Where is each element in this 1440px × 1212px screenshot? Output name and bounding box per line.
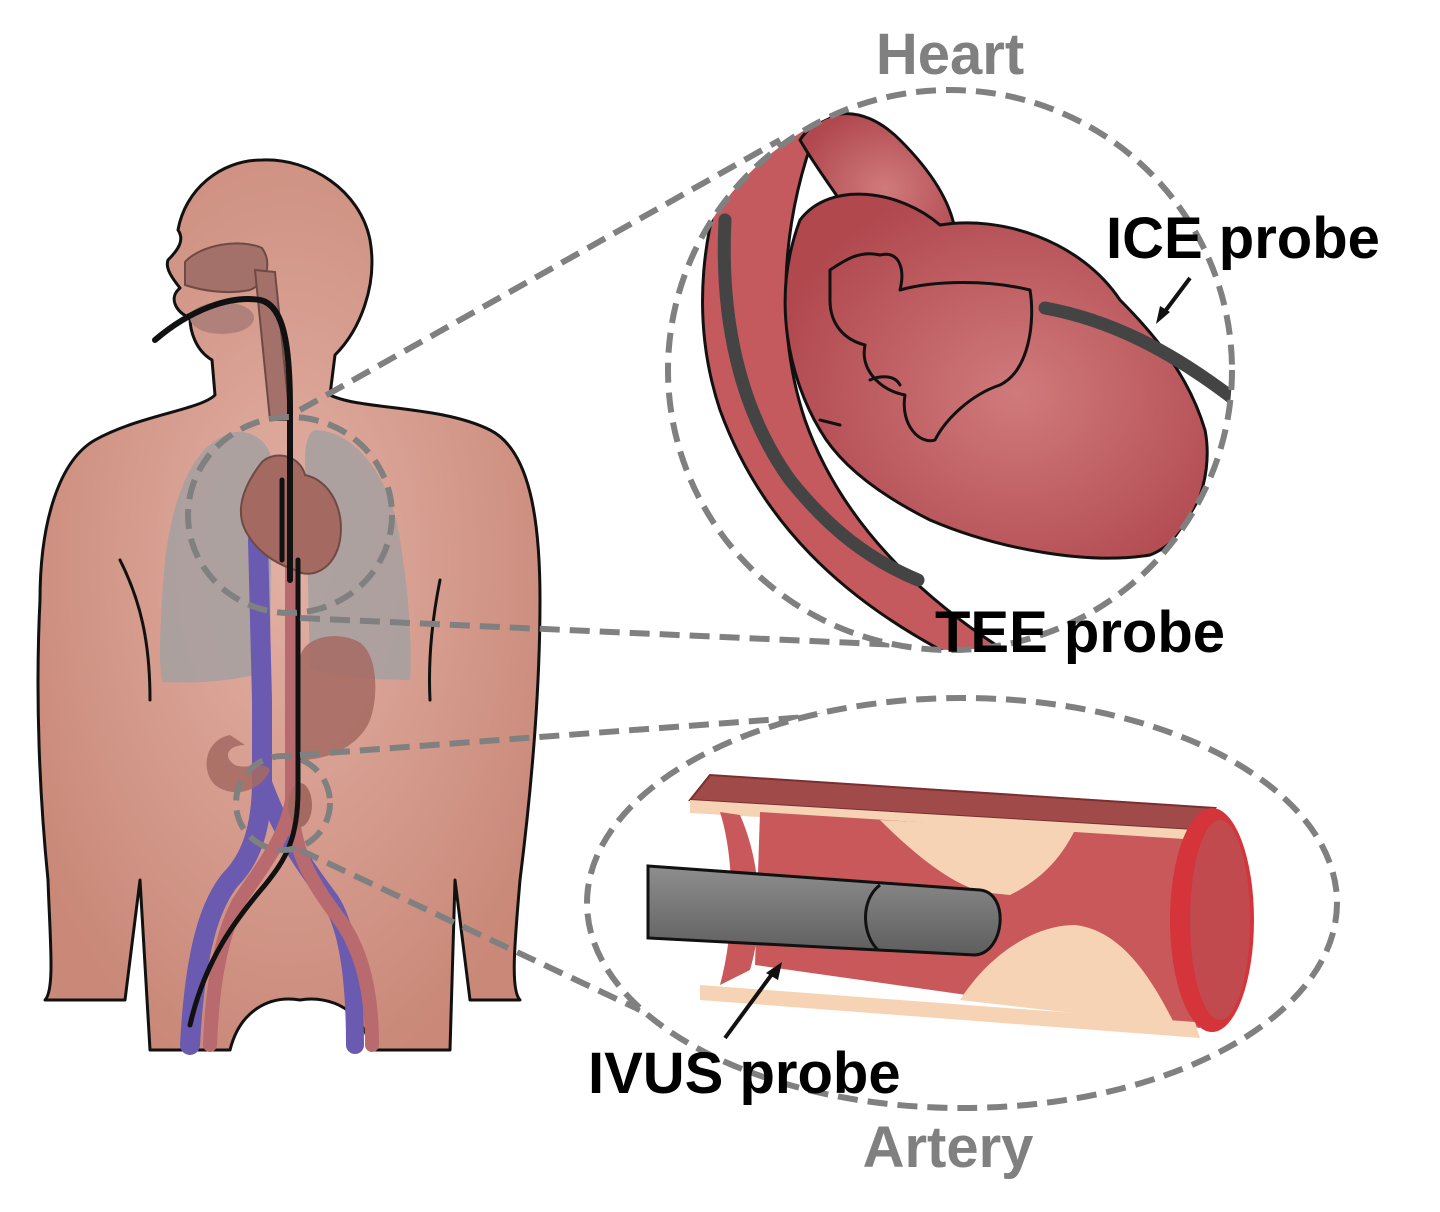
left-arm-line bbox=[118, 558, 152, 702]
right-arm-line bbox=[427, 578, 442, 702]
artery-zoom-circle bbox=[584, 695, 1340, 1111]
artery-label: Artery bbox=[863, 1115, 1034, 1180]
heart-vessel-stub-2 bbox=[818, 418, 842, 427]
artery-connector-top bbox=[299, 707, 901, 758]
heart-connector-top bbox=[298, 137, 782, 413]
oral-cavity bbox=[190, 302, 254, 334]
human-body bbox=[36, 158, 542, 1055]
ivus-probe bbox=[646, 864, 1002, 957]
plaque-upper bbox=[880, 820, 1075, 895]
plaque-lower bbox=[960, 925, 1175, 1025]
heart-connector-bottom bbox=[299, 615, 901, 648]
heart-zoom-connector bbox=[185, 137, 901, 648]
heart-zoom-circle bbox=[665, 87, 1235, 653]
ivus-probe-label: IVUS probe bbox=[588, 1041, 901, 1106]
tee-probe-label: TEE probe bbox=[935, 600, 1225, 665]
ivus-probe-arrow bbox=[723, 968, 777, 1040]
ivus-probe-arrowhead bbox=[766, 962, 782, 980]
iliac-artery-left bbox=[203, 793, 299, 1052]
heart-label: Heart bbox=[876, 22, 1024, 87]
duodenum bbox=[206, 735, 270, 793]
artery-connector-bottom bbox=[298, 847, 642, 1013]
vena-cava bbox=[180, 530, 272, 1055]
heart-zoom bbox=[665, 87, 1235, 653]
artery-region-small-circle bbox=[233, 753, 333, 853]
heart-region-small-circle bbox=[185, 414, 395, 616]
artery-bottom-wall bbox=[700, 985, 1200, 1038]
artery-end-inner bbox=[1190, 820, 1250, 1020]
heart-vessel-stub bbox=[868, 375, 902, 387]
ice-probe bbox=[1038, 301, 1232, 407]
tee-probe-line bbox=[152, 296, 293, 583]
artery-zoom-connector bbox=[233, 707, 901, 1013]
ivus-probe-tip-seam bbox=[864, 883, 881, 952]
ice-probe-label: ICE probe bbox=[1106, 206, 1380, 271]
artery-zoom bbox=[584, 695, 1340, 1111]
catheter-line bbox=[187, 477, 301, 1028]
heart-atrium-outline bbox=[828, 252, 1034, 443]
ice-probe-arrowhead bbox=[1156, 306, 1170, 324]
tee-probe bbox=[717, 213, 925, 587]
stomach bbox=[295, 636, 376, 760]
